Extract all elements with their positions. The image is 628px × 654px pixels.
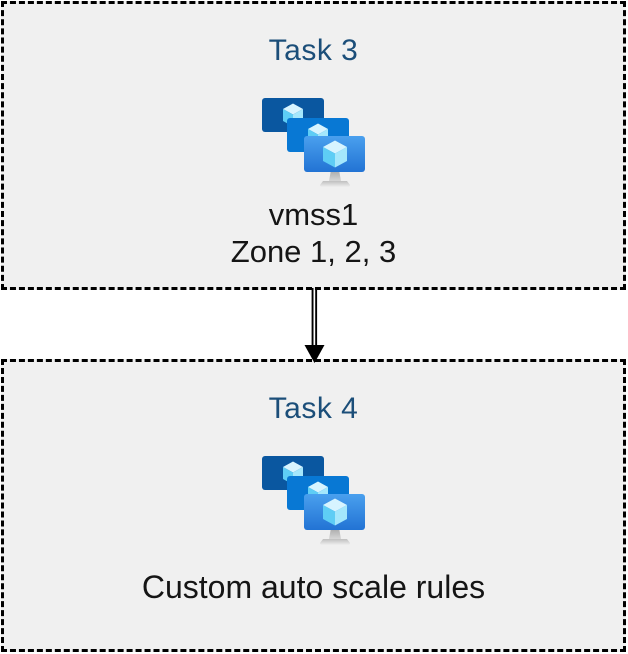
zones-label: Zone 1, 2, 3 <box>230 234 397 269</box>
autoscale-rules-label: Custom auto scale rules <box>141 569 486 605</box>
task3-box: Task 3 vmss1 Zone 1, 2, 3 <box>1 1 626 290</box>
arrowhead-icon <box>304 345 325 363</box>
vm-scale-sets-icon <box>262 454 365 545</box>
task4-box: Task 4 Custom auto scale rules <box>1 359 626 652</box>
task3-title: Task 3 <box>268 34 359 67</box>
task4-title: Task 4 <box>268 392 359 425</box>
down-arrow-connector <box>304 288 325 363</box>
vmss-name-label: vmss1 <box>268 197 359 232</box>
vm-scale-sets-icon <box>262 96 365 187</box>
